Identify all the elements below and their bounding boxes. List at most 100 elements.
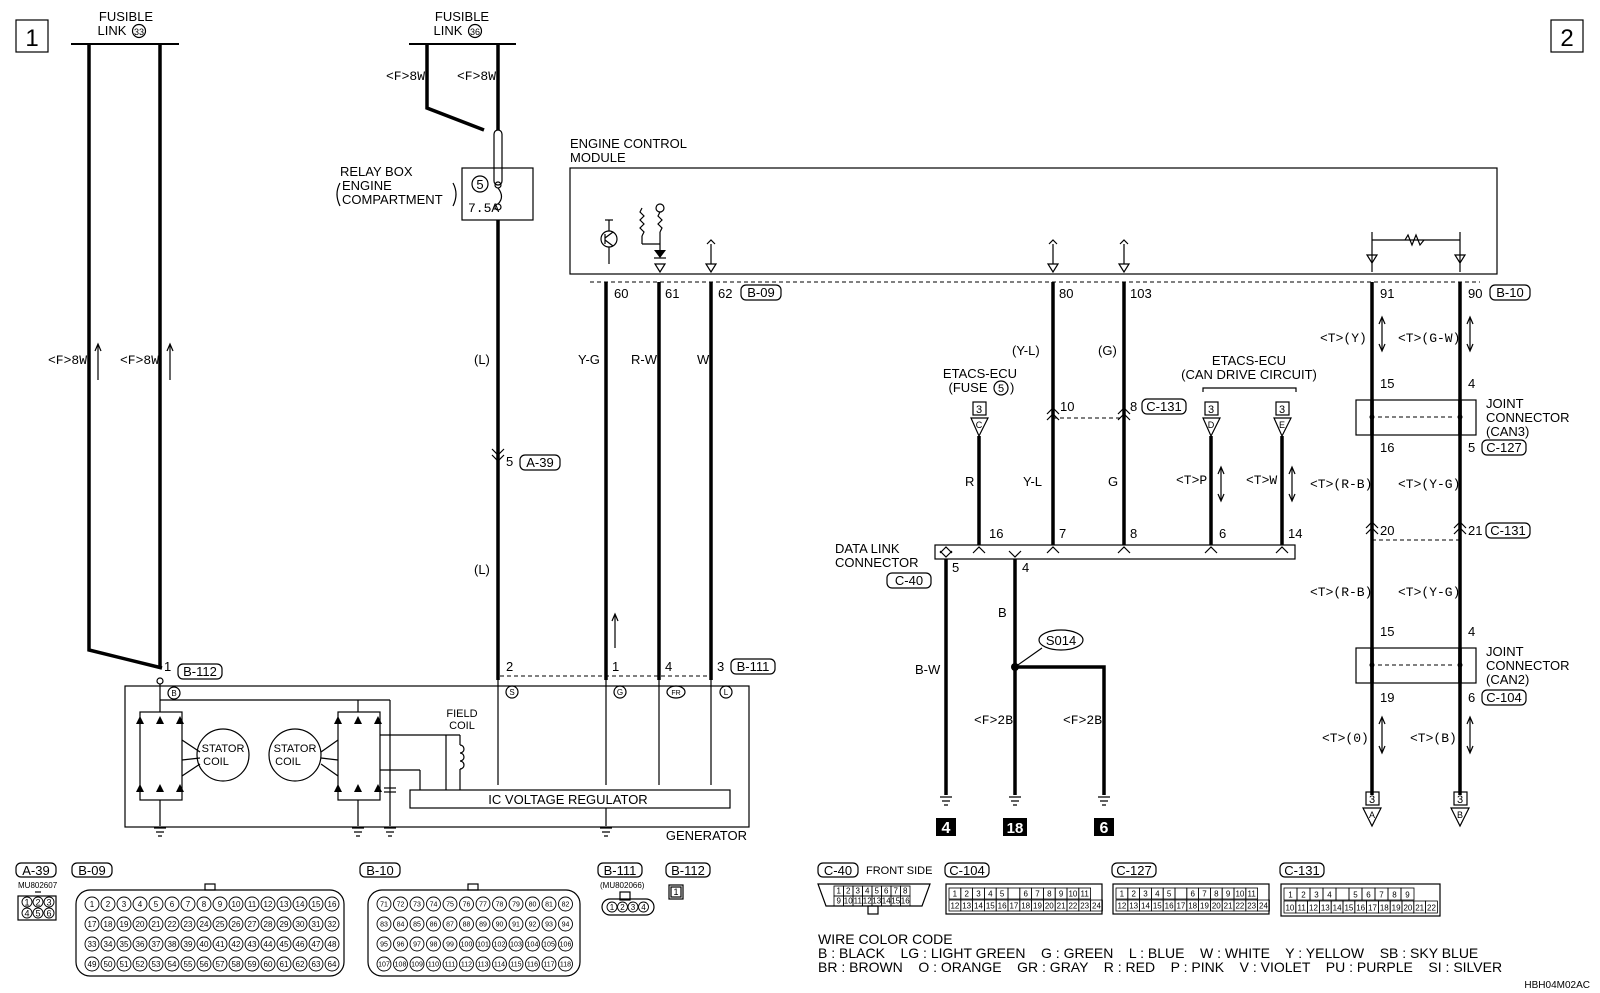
connector-pin-label: 1 (1120, 890, 1125, 899)
wire-label-bw: B-W (915, 662, 941, 677)
arrowhead (94, 342, 102, 352)
connector-pin (132, 896, 148, 912)
svg-text:A: A (1369, 810, 1375, 820)
connector-b10-label: B-10 (1496, 285, 1523, 300)
connector-pin (212, 916, 228, 932)
connector-tag-c131-can (1485, 522, 1531, 539)
connector-pin-label: 15 (891, 897, 900, 906)
connector-pin-label: 4 (865, 887, 870, 896)
connector-pin (409, 896, 425, 912)
nav-marker-b: 3 B (1450, 791, 1470, 828)
wire-label-g-paren: (G) (1098, 343, 1117, 358)
svg-text:B: B (171, 689, 176, 698)
connector-pin-label: 3 (631, 903, 636, 912)
svg-text:E: E (1279, 420, 1285, 430)
connector-pin (426, 896, 441, 912)
connector-pin-label: 32 (328, 920, 337, 929)
connector-pin (541, 936, 557, 952)
connector-pin-label: 39 (184, 940, 193, 949)
connector-pin-label: 6 (1023, 890, 1028, 899)
svg-text:C: C (976, 420, 983, 430)
connector-pin (43, 896, 55, 908)
connector-pin-label: 2 (106, 900, 111, 909)
connector-pin-label: 16 (1165, 902, 1174, 911)
connector-pin-label: 107 (378, 962, 390, 969)
svg-text:1: 1 (612, 659, 619, 674)
connector-pin-label: 45 (280, 940, 289, 949)
connector-pin (244, 936, 260, 952)
connector-pin-label: 21 (152, 920, 161, 929)
svg-text:4: 4 (942, 820, 951, 837)
connector-pin-label: 24 (1259, 902, 1268, 911)
arrowhead (1466, 715, 1474, 755)
svg-text:16: 16 (1380, 440, 1394, 455)
connector-pin-label: 5 (875, 887, 880, 896)
arrowhead (1378, 715, 1386, 755)
connector-pin (244, 956, 260, 972)
connector-pin-label: 8 (1392, 891, 1397, 900)
svg-text:5: 5 (998, 383, 1004, 395)
svg-text:5: 5 (476, 177, 483, 192)
svg-text:3: 3 (717, 659, 724, 674)
connector-tag-b10 (1489, 284, 1531, 301)
connector-pin-label: 18 (1021, 902, 1030, 911)
connector-pin-label: 17 (1009, 902, 1018, 911)
svg-text:6: 6 (1219, 526, 1226, 541)
connector-pin (292, 896, 308, 912)
svg-text:D: D (1208, 420, 1215, 430)
connector-pin-label: 42 (232, 940, 241, 949)
svg-text:(MU802066): (MU802066) (600, 881, 645, 890)
connector-pin (116, 896, 132, 912)
connector-pin-label: 1 (1288, 891, 1293, 900)
connector-pin (459, 896, 474, 912)
diagram-id: HBH04M02AC (1524, 980, 1590, 991)
wire-label-yl-paren: (Y-L) (1012, 343, 1040, 358)
connector-pin (43, 907, 55, 919)
connector-pin-label: 9 (1226, 890, 1231, 899)
svg-text:FR: FR (671, 690, 680, 697)
connector-pin (100, 896, 116, 912)
svg-text:CONNECTOR: CONNECTOR (835, 555, 919, 570)
pin-61: 61 (665, 286, 679, 301)
joint-connector-can2: 15 4 JOINT CONNECTOR (CAN2) 19 6 C-104 (1355, 624, 1570, 706)
svg-text:RELAY BOX: RELAY BOX (340, 164, 413, 179)
connector-pin-label: 38 (168, 940, 177, 949)
svg-text:(CAN3): (CAN3) (1486, 424, 1529, 439)
connector-pin-label: 15 (1344, 904, 1353, 913)
connector-pin-label: 109 (411, 962, 423, 969)
connector-pin (442, 896, 458, 912)
svg-text:MU802607: MU802607 (18, 881, 58, 890)
connector-pin-label: 24 (1092, 902, 1101, 911)
connector-pin (459, 936, 474, 952)
connector-pin-label: 20 (1212, 902, 1221, 911)
connector-pin (244, 916, 260, 932)
fusible-link-36: FUSIBLE LINK 36 (409, 9, 516, 45)
connector-pin-label: 7 (1202, 890, 1207, 899)
connector-pin (525, 956, 540, 972)
connector-pin (508, 936, 524, 952)
svg-text:33: 33 (134, 27, 144, 37)
connector-pin (228, 936, 244, 952)
connector-pin (376, 936, 392, 952)
svg-text:CONNECTOR: CONNECTOR (1486, 658, 1570, 673)
connector-pin (376, 916, 392, 932)
connector-pin (244, 896, 260, 912)
svg-text:B-112: B-112 (183, 664, 217, 679)
wire-label-tb: <T>(B) (1410, 731, 1457, 746)
connector-pin-label: 15 (1153, 902, 1162, 911)
connector-pin-label: 48 (328, 940, 337, 949)
connector-pin-label: 11 (1248, 890, 1257, 899)
svg-text:1: 1 (673, 887, 678, 897)
svg-text:STATOR: STATOR (202, 743, 245, 755)
connector-pin-label: 95 (380, 942, 388, 949)
connector-pin-label: 19 (1033, 902, 1042, 911)
connector-pin-label: 5 (1000, 890, 1005, 899)
connector-pin-label: 105 (543, 942, 555, 949)
connector-pin-label: 16 (1356, 904, 1365, 913)
connector-pin-label: 4 (641, 903, 646, 912)
connector-pin-label: 92 (529, 922, 537, 929)
etacs-ecu-fuse: ETACS-ECU (FUSE 5 ) 3 C (943, 366, 1017, 438)
connector-pin (1174, 887, 1188, 900)
svg-text:BR : BROWN O : ORANGE GR: BR : BROWN O : ORANGE GR : GRAY R : RED … (818, 959, 1502, 975)
